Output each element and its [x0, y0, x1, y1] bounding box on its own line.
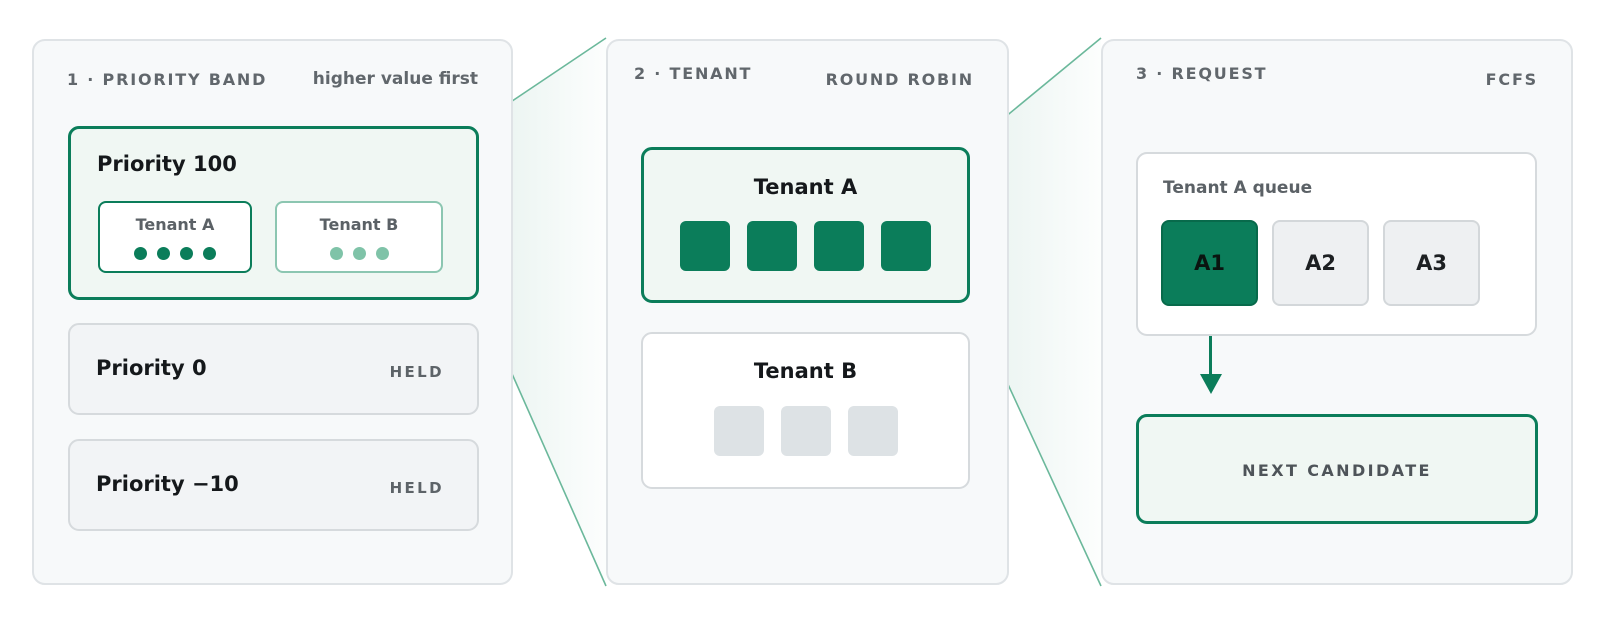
- priority-band-active: Priority 100 Tenant A Tenant B: [68, 126, 479, 300]
- band-tenant-chip-b: Tenant B: [275, 201, 443, 273]
- arrow-head-icon: [1200, 374, 1222, 394]
- priority-band-title: 1 · PRIORITY BAND: [67, 70, 268, 89]
- request-chip: A3: [1383, 220, 1480, 306]
- request-dot: [375, 247, 389, 260]
- request-square: [680, 221, 730, 271]
- tenant-queue-label: Tenant A queue: [1163, 178, 1313, 198]
- request-squares: [644, 221, 967, 271]
- tenant-queue: Tenant A queue A1 A2 A3: [1136, 152, 1537, 336]
- tenant-card-title: Tenant B: [753, 359, 858, 383]
- tenant-card-title: Tenant A: [753, 175, 858, 199]
- request-chip-active: A1: [1161, 220, 1258, 306]
- request-dots: [277, 247, 441, 260]
- request-dot: [157, 247, 170, 260]
- request-square: [847, 406, 898, 456]
- held-badge: HELD: [389, 479, 444, 497]
- next-candidate-box: NEXT CANDIDATE: [1136, 414, 1538, 524]
- priority-band-panel: 1 · PRIORITY BAND higher value first Pri…: [32, 39, 513, 585]
- request-square: [713, 406, 764, 456]
- priority-band-active-title: Priority 100: [97, 152, 237, 176]
- tenant-panel: 2 · TENANT ROUND ROBIN Tenant A Tenant B: [606, 39, 1009, 585]
- request-square: [780, 406, 831, 456]
- request-square: [881, 221, 931, 271]
- next-candidate-label: NEXT CANDIDATE: [1242, 461, 1432, 480]
- priority-band-title: Priority 0: [96, 356, 207, 380]
- band-tenant-chip-label: Tenant A: [135, 215, 215, 234]
- held-badge: HELD: [389, 363, 444, 381]
- tenant-panel-title: 2 · TENANT: [634, 64, 753, 83]
- priority-band-held: Priority 0 HELD: [68, 323, 479, 415]
- band-tenant-chip-label: Tenant B: [319, 215, 399, 234]
- request-dots: [100, 247, 250, 260]
- request-panel-subtitle: FCFS: [1485, 70, 1538, 89]
- request-square: [814, 221, 864, 271]
- request-dot: [329, 247, 343, 260]
- band-tenant-chip-a: Tenant A: [98, 201, 252, 273]
- request-panel-title: 3 · REQUEST: [1136, 64, 1268, 83]
- tenant-card-active: Tenant A: [641, 147, 970, 303]
- arrow-down-icon: [1209, 336, 1212, 376]
- request-chip: A2: [1272, 220, 1369, 306]
- request-dot: [203, 247, 216, 260]
- priority-band-held: Priority −10 HELD: [68, 439, 479, 531]
- tenant-panel-subtitle: ROUND ROBIN: [825, 70, 974, 89]
- request-squares: [643, 406, 968, 456]
- request-square: [747, 221, 797, 271]
- request-dot: [180, 247, 193, 260]
- request-panel: 3 · REQUEST FCFS Tenant A queue A1 A2 A3…: [1101, 39, 1573, 585]
- priority-band-title: Priority −10: [96, 472, 239, 496]
- request-dot: [352, 247, 366, 260]
- request-dot: [134, 247, 147, 260]
- tenant-card: Tenant B: [641, 332, 970, 489]
- priority-band-subtitle: higher value first: [312, 69, 478, 89]
